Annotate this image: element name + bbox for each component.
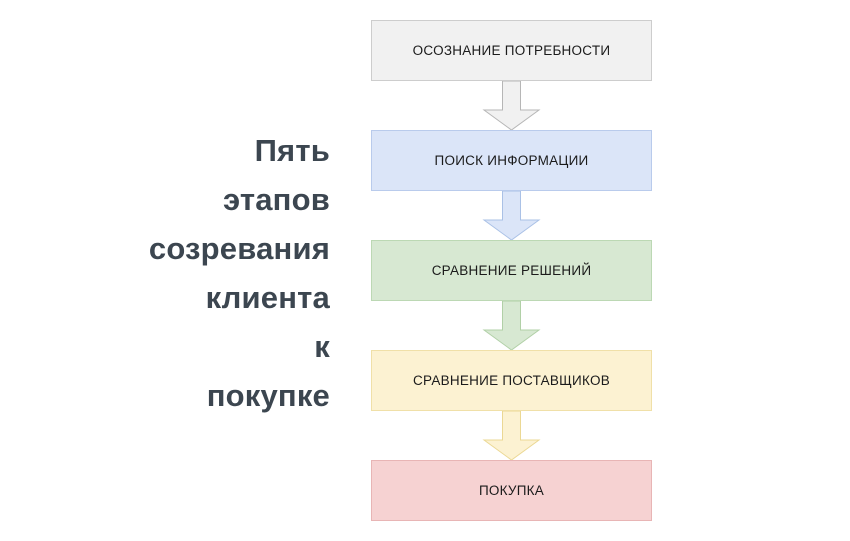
arrow-down-icon-1 [482,81,541,131]
flow-step-label: ОСОЗНАНИЕ ПОТРЕБНОСТИ [412,43,611,58]
flow-step-label: СРАВНЕНИЕ ПОСТАВЩИКОВ [413,373,610,388]
arrow-down-icon-4 [482,411,541,461]
flow-step-label: ПОКУПКА [478,483,545,498]
flow-step-purchase[interactable]: ПОКУПКА [371,460,652,521]
arrow-down-icon-2 [482,191,541,241]
flow-step-label: ПОИСК ИНФОРМАЦИИ [434,153,589,168]
flow-step-solution-comparison[interactable]: СРАВНЕНИЕ РЕШЕНИЙ [371,240,652,301]
flow-chart: ОСОЗНАНИЕ ПОТРЕБНОСТИ ПОИСК ИНФОРМАЦИИ С… [371,20,652,521]
page-title: Пять этапов созревания клиента к покупке [148,133,330,413]
flow-step-awareness[interactable]: ОСОЗНАНИЕ ПОТРЕБНОСТИ [371,20,652,81]
arrow-down-icon-3 [482,301,541,351]
flow-step-information-search[interactable]: ПОИСК ИНФОРМАЦИИ [371,130,652,191]
flow-step-vendor-comparison[interactable]: СРАВНЕНИЕ ПОСТАВЩИКОВ [371,350,652,411]
flow-step-label: СРАВНЕНИЕ РЕШЕНИЙ [431,263,592,278]
